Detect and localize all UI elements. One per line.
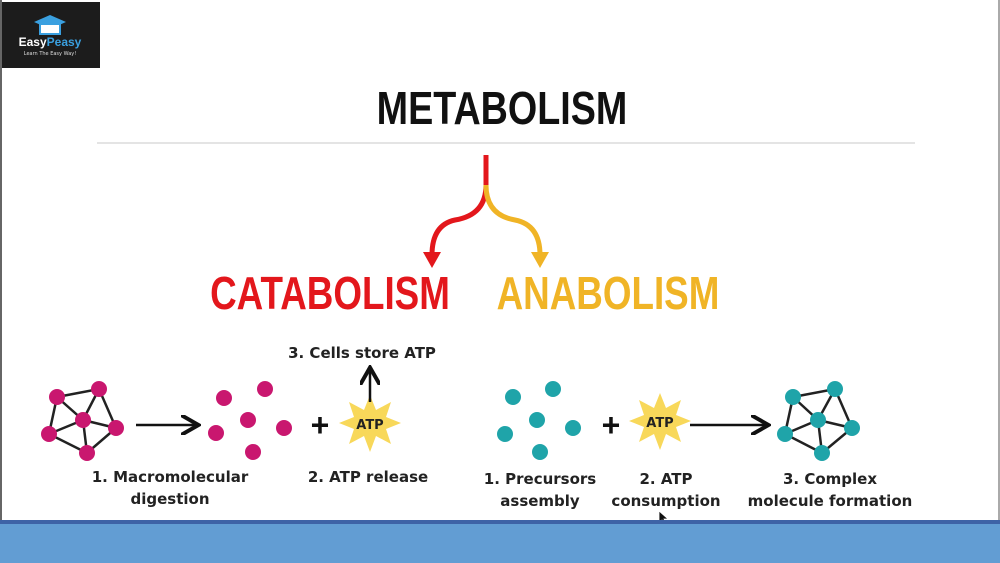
footer-band-edge <box>0 520 1000 524</box>
monomer-dots-icon <box>208 381 292 460</box>
atp-starburst-icon: ATP <box>339 395 401 452</box>
anabolism-heading: ANABOLISM <box>497 267 720 319</box>
easypeasy-logo: EasyPeasy Learn The Easy Way! <box>2 2 100 68</box>
complex-molecule-icon <box>777 381 860 461</box>
precursor-dots-icon <box>497 381 581 460</box>
plus-sign-2: + <box>602 407 621 443</box>
step-macromolecular: 1. Macromolecular <box>92 468 249 486</box>
plus-sign: + <box>311 407 330 443</box>
catabolism-arrowhead <box>423 252 441 268</box>
atp-starburst-icon-2: ATP <box>629 393 691 450</box>
catabolism-branch-arrow <box>429 155 489 256</box>
title: METABOLISM <box>377 82 628 133</box>
atp-label: ATP <box>356 418 383 433</box>
atp-label-2: ATP <box>646 416 673 431</box>
step-consumption: consumption <box>611 492 720 510</box>
anabolism-branch-arrow <box>483 184 543 256</box>
logo-tagline: Learn The Easy Way! <box>24 51 76 57</box>
anabolism-arrowhead <box>531 252 549 268</box>
step-molecule-formation: molecule formation <box>748 492 913 510</box>
left-border <box>0 0 2 563</box>
step-cells-store-atp: 3. Cells store ATP <box>288 344 436 362</box>
step-precursors: 1. Precursors <box>484 470 597 488</box>
step-atp: 2. ATP <box>639 470 692 488</box>
step-assembly: assembly <box>500 492 580 510</box>
step-complex: 3. Complex <box>783 470 877 488</box>
footer-band <box>0 524 1000 563</box>
step-atp-release: 2. ATP release <box>308 468 428 486</box>
macromolecule-icon <box>41 381 124 461</box>
logo-text: EasyPeasy <box>19 35 82 49</box>
catabolism-heading: CATABOLISM <box>210 267 450 319</box>
step-digestion: digestion <box>130 490 209 508</box>
right-border <box>998 0 1000 563</box>
